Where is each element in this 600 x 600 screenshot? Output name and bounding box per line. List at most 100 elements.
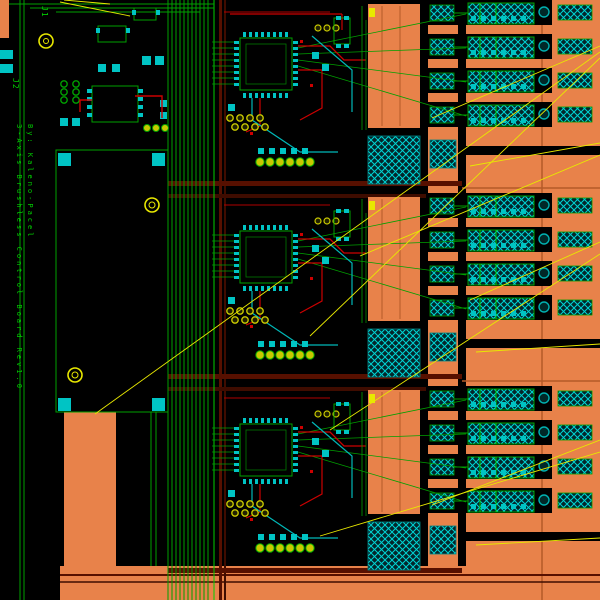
fet-footprint	[429, 106, 455, 124]
pcb-shape	[336, 16, 341, 20]
via	[236, 500, 244, 508]
th-pad	[305, 350, 315, 360]
pcb-shape	[344, 430, 349, 434]
th-pad	[285, 543, 295, 553]
ic-pad	[243, 225, 246, 230]
ic-pad	[293, 77, 298, 80]
trace	[311, 228, 353, 305]
th-pad	[60, 96, 68, 104]
fet-pad	[491, 243, 496, 248]
th-pad	[295, 157, 305, 167]
fet-pad	[481, 436, 486, 441]
mounting-hole	[148, 201, 156, 209]
ic-pad	[273, 286, 276, 291]
pcb-shape	[160, 112, 167, 119]
ic-pad	[234, 439, 239, 442]
ic-pad	[293, 264, 298, 267]
pcb-shape	[228, 104, 235, 111]
ic-pad	[293, 433, 298, 436]
airwire	[475, 537, 600, 546]
fet-pad	[481, 84, 486, 89]
ic-pad	[279, 479, 282, 484]
fet-footprint	[557, 458, 593, 475]
via	[226, 307, 234, 315]
pad	[269, 148, 275, 154]
ic-outline	[239, 423, 293, 477]
ic-pad	[293, 270, 298, 273]
ic-pad	[255, 418, 258, 423]
connector-pad	[0, 50, 13, 59]
fet-footprint	[557, 299, 593, 316]
th-pad	[72, 96, 80, 104]
via	[251, 316, 259, 324]
ic-pad	[243, 479, 246, 484]
trace	[251, 98, 338, 153]
ic-pad	[234, 463, 239, 466]
th-pad	[265, 157, 275, 167]
ic-outline	[245, 43, 287, 85]
ic-pad	[234, 41, 239, 44]
airwire	[94, 51, 600, 415]
fet-pad	[481, 50, 486, 55]
pad	[291, 148, 297, 154]
fet-pad	[491, 209, 496, 214]
fet-footprint	[557, 38, 593, 55]
ic-pad	[255, 225, 258, 230]
ic-pad	[87, 97, 92, 101]
ic-pad	[249, 32, 252, 37]
fet-footprint	[429, 231, 455, 249]
ic-pad	[234, 445, 239, 448]
fet-pad	[501, 84, 506, 89]
ic-pad	[234, 433, 239, 436]
pad	[302, 341, 308, 347]
fet-pad	[521, 504, 526, 509]
fet-pad	[481, 16, 486, 21]
module-pad	[152, 153, 165, 166]
pad	[302, 534, 308, 540]
ic-pad	[293, 457, 298, 460]
fet-pad	[521, 277, 526, 282]
ic-pad	[279, 225, 282, 230]
fet-footprint	[429, 299, 455, 317]
ic-pad	[261, 479, 264, 484]
th-pad	[285, 350, 295, 360]
ic-pad	[255, 286, 258, 291]
fet-pad	[471, 243, 476, 248]
fet-pad	[471, 50, 476, 55]
copper-pour-left-bar	[64, 412, 116, 600]
airwire	[329, 253, 600, 431]
fet-pad	[511, 209, 516, 214]
th-pad	[255, 543, 265, 553]
pcb-shape	[155, 56, 164, 65]
pcb-shape	[336, 402, 341, 406]
pcb-shape	[250, 325, 253, 328]
pad	[258, 534, 264, 540]
module-pad	[58, 153, 71, 166]
ic-pad	[293, 427, 298, 430]
fet-pad	[521, 84, 526, 89]
via	[246, 114, 254, 122]
fet-pad	[501, 470, 506, 475]
ic-pad	[234, 427, 239, 430]
ic-pad	[249, 93, 252, 98]
ic-pad	[273, 225, 276, 230]
via	[161, 124, 169, 132]
ic-pad	[234, 77, 239, 80]
mounting-hole	[67, 367, 83, 383]
pad	[280, 534, 286, 540]
th-pad	[538, 199, 550, 211]
pcb-shape	[60, 118, 68, 126]
pcb-shape	[344, 44, 349, 48]
ic-outline	[245, 429, 287, 471]
fet-pad	[501, 209, 506, 214]
ic-pad	[234, 264, 239, 267]
pcb-shape	[336, 44, 341, 48]
via	[241, 316, 249, 324]
ic-pad	[249, 225, 252, 230]
fet-pad	[521, 243, 526, 248]
th-pad	[305, 543, 315, 553]
airwire	[475, 343, 600, 353]
trace	[298, 455, 323, 507]
pcb-shape	[72, 118, 80, 126]
pcb-shape	[156, 10, 160, 15]
